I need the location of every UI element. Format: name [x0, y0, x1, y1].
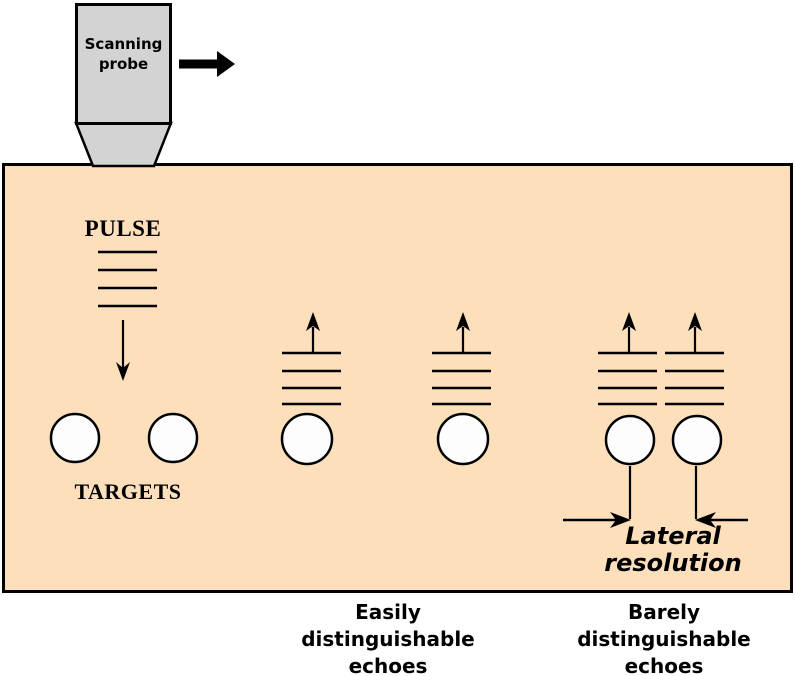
echo-group-barely-left [598, 312, 657, 466]
pulse-label: PULSE [84, 216, 162, 241]
barely-distinguishable-caption: Barely distinguishable echoes [577, 600, 751, 676]
pulse-direction-arrow-icon [116, 320, 130, 381]
scanning-probe: Scanning probe [75, 3, 172, 125]
scanning-probe-label: Scanning probe [84, 35, 163, 73]
target-circle-right [147, 412, 199, 464]
easily-distinguishable-caption: Easily distinguishable echoes [301, 600, 475, 676]
echo-group-easily-right [432, 312, 491, 466]
tissue-block [2, 163, 793, 593]
echo-up-arrow-icon [306, 312, 320, 352]
echo-target-circle [604, 414, 656, 466]
pulse-wavefront-lines [98, 250, 157, 308]
echo-target-circle [671, 414, 723, 466]
targets-label: TARGETS [74, 479, 182, 504]
lateral-right-arrow-icon [695, 512, 748, 528]
echo-up-arrow-icon [688, 312, 702, 352]
echo-target-circle [436, 412, 490, 466]
echo-target-circle [280, 412, 334, 466]
lateral-resolution-markers [563, 466, 748, 528]
probe-motion-arrow-icon [179, 51, 235, 77]
lateral-resolution-label: Lateral resolution [604, 522, 742, 577]
echo-group-barely-right [665, 312, 724, 466]
probe-lens-trapezoid [74, 121, 173, 168]
echo-up-arrow-icon [622, 312, 636, 352]
echo-up-arrow-icon [456, 312, 470, 352]
lateral-left-arrow-icon [563, 512, 631, 528]
target-circle-left [49, 412, 101, 464]
echo-group-easily-left [280, 312, 341, 466]
